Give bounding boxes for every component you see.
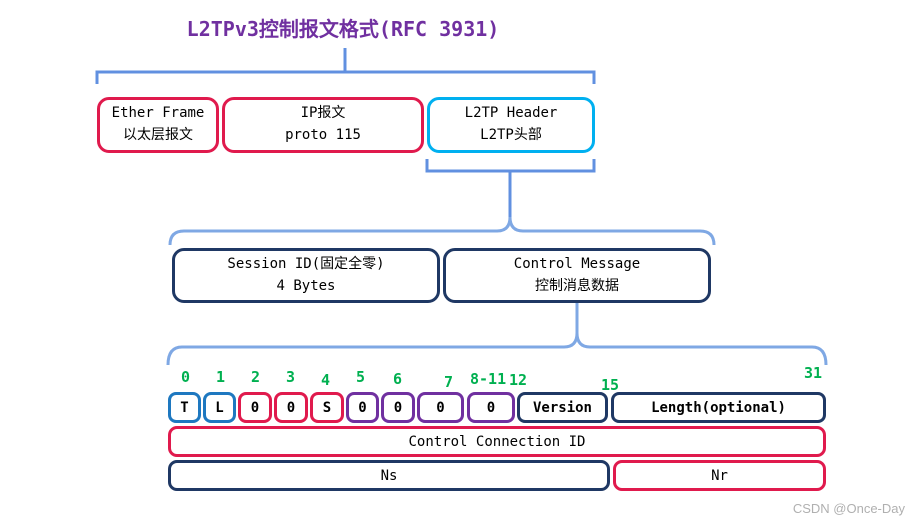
bit-box-zero-3: 0 [274, 392, 308, 423]
bit-number-5: 5 [356, 368, 366, 386]
control-message-brace [166, 332, 828, 366]
nr-label: Nr [711, 467, 728, 484]
csdn-watermark: CSDN @Once-Day [792, 501, 905, 516]
ether-frame-box: Ether Frame 以太层报文 [97, 97, 219, 153]
l2tp-header-box: L2TP Header L2TP头部 [427, 97, 595, 153]
bit-number-3: 3 [286, 368, 296, 386]
l2tp-header-label-en: L2TP Header [464, 105, 558, 122]
ip-packet-label-zh: IP报文 [300, 105, 346, 122]
control-message-box: Control Message 控制消息数据 [443, 248, 711, 303]
session-id-size-label: 4 Bytes [276, 277, 336, 294]
bit-box-t: T [168, 392, 201, 423]
bit-number-4: 4 [321, 371, 331, 389]
l2tp-header-label-zh: L2TP头部 [480, 127, 542, 143]
bit-number-15: 15 [601, 376, 620, 394]
control-message-label-zh: 控制消息数据 [535, 277, 619, 294]
bit-box-version: Version [517, 392, 608, 423]
bit-number-8-11: 8-11 [470, 370, 507, 388]
ether-frame-label-zh: 以太层报文 [123, 127, 193, 143]
bit-number-0: 0 [181, 368, 191, 386]
control-connection-id-box: Control Connection ID [168, 426, 826, 457]
nr-box: Nr [613, 460, 826, 491]
l2tp-header-bracket [425, 159, 596, 218]
l2tp-header-brace [168, 216, 716, 246]
ether-frame-label-en: Ether Frame [111, 105, 205, 122]
bit-box-zero-7: 0 [417, 392, 464, 423]
bit-box-zero-2: 0 [238, 392, 272, 423]
bit-box-l: L [203, 392, 236, 423]
bit-number-2: 2 [251, 368, 261, 386]
ip-packet-box: IP报文 proto 115 [222, 97, 424, 153]
control-connection-id-label: Control Connection ID [408, 433, 586, 450]
bit-box-zero-5: 0 [346, 392, 379, 423]
bit-number-7: 7 [444, 373, 454, 391]
bit-number-1: 1 [216, 368, 226, 386]
bit-number-12: 12 [509, 371, 528, 389]
bit-box-zero-8-11: 0 [467, 392, 515, 423]
ns-label: Ns [380, 467, 398, 484]
bit-number-6: 6 [393, 370, 403, 388]
bit-box-s: S [310, 392, 344, 423]
title-stem-line [95, 48, 596, 84]
diagram-title: L2TPv3控制报文格式(RFC 3931) [186, 17, 500, 41]
ns-box: Ns [168, 460, 610, 491]
bit-box-length: Length(optional) [611, 392, 826, 423]
ip-packet-proto-label: proto 115 [285, 127, 361, 143]
bit-box-zero-6: 0 [381, 392, 415, 423]
session-id-label: Session ID(固定全零) [227, 255, 385, 272]
session-id-box: Session ID(固定全零) 4 Bytes [172, 248, 440, 303]
control-message-label-en: Control Message [513, 255, 641, 272]
bit-number-31: 31 [804, 364, 823, 382]
